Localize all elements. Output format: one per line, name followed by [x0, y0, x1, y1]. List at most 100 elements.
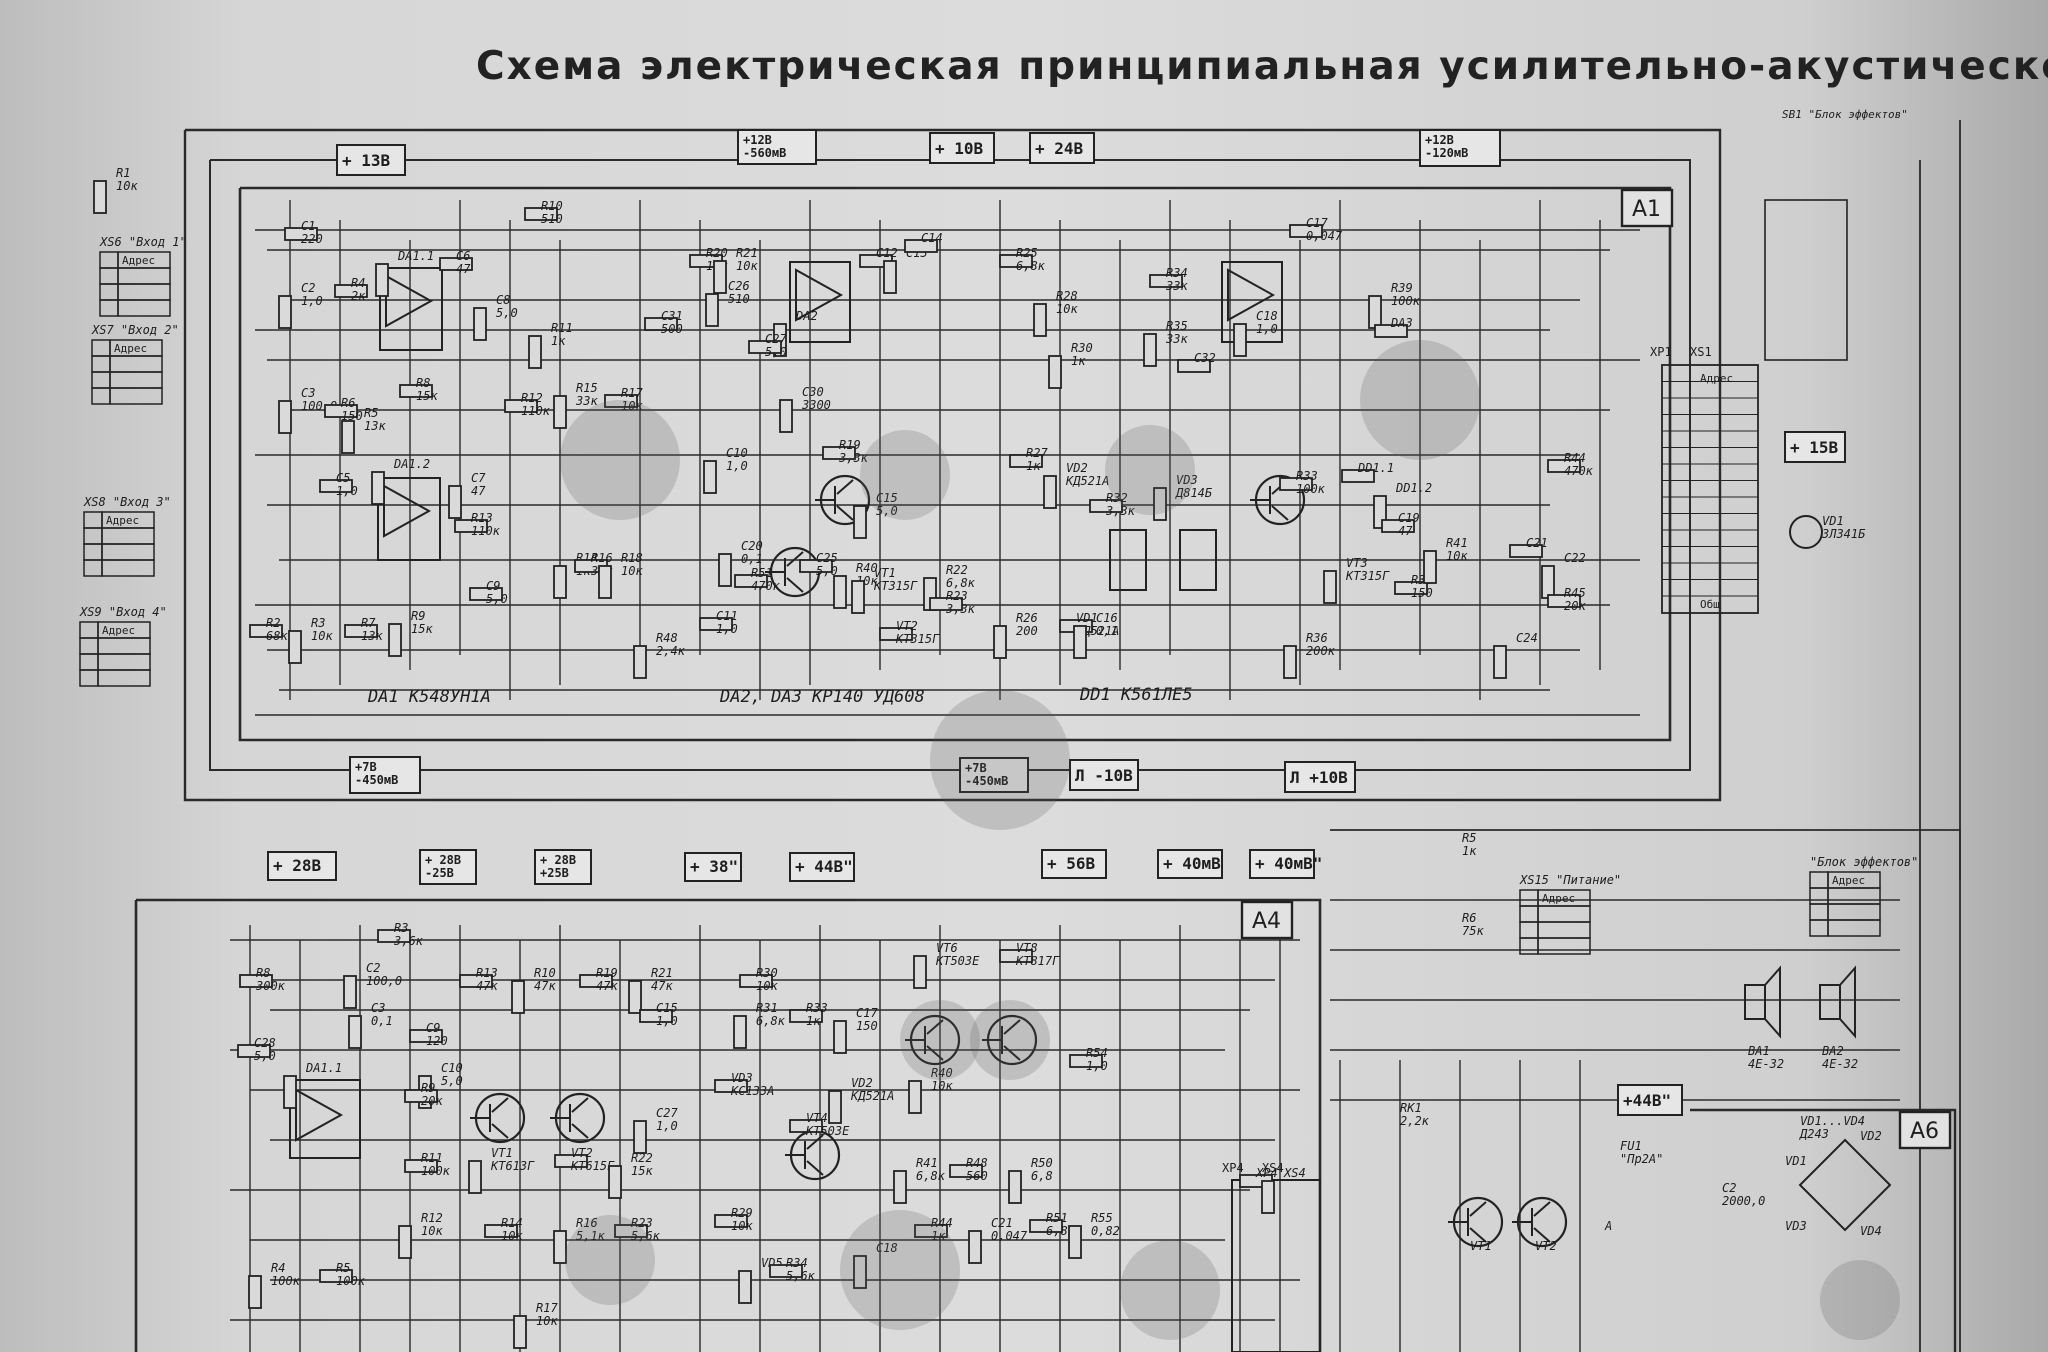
a1-part-32: [644, 317, 678, 331]
a4-part-29: [789, 1009, 823, 1023]
connector-xs7-cell-3: [109, 371, 163, 389]
a1-part-31: [713, 260, 727, 294]
a1-part-42: [1177, 359, 1211, 373]
a1-part-label-17: DA1.2: [393, 457, 430, 471]
voltage-tag-label-t1: + 13В: [342, 151, 391, 170]
a1-part-20: [454, 519, 488, 533]
chip-label-da2-da3: DA2, DA3 КР140 УД608: [719, 687, 925, 707]
a1-part-76: [734, 574, 768, 588]
connector-xs8-cell-4: [101, 559, 155, 577]
a1-part-55: [993, 625, 1007, 659]
voltage-tag-label-t10: + 15В: [1790, 438, 1839, 457]
connector-xs15-pin-4: [1519, 937, 1539, 955]
opamp-da1-1: [379, 267, 443, 351]
connector-xs7-adres: Адрес: [114, 342, 147, 355]
transistor-right-vt2-leads: [1512, 1201, 1551, 1243]
connector-xs1-adres: Адрес: [1700, 372, 1733, 385]
a4-part-35: [999, 949, 1033, 963]
connector-xs9-pin-3: [79, 653, 99, 671]
a4-part-1: [377, 929, 411, 943]
transistor-a4-vt2-leads: [550, 1097, 589, 1139]
opamp-da3-symbol: [1227, 268, 1276, 322]
paper-stain: [930, 690, 1070, 830]
voltage-tag-t5: [1419, 129, 1501, 167]
a1-part-70: [1509, 544, 1543, 558]
a1-part-44: [1289, 224, 1323, 238]
connector-xs9-adres: Адрес: [102, 624, 135, 637]
a4-part-5: [237, 1044, 271, 1058]
connector-xs13-adres: Адрес: [1832, 874, 1865, 887]
right-part-label-7: FU1"Пр2А": [1620, 1139, 1663, 1166]
voltage-tag-label-t16: + 56В: [1047, 854, 1096, 873]
a1-part-8: [524, 207, 558, 221]
a4-part-23: [614, 1224, 648, 1238]
transistor-a1-vt1-leads: [765, 551, 804, 593]
speaker-ba2-cone: [1839, 965, 1856, 1039]
a1-part-label-46: DA3: [1390, 316, 1413, 330]
a1-part-24: [249, 624, 283, 638]
a4-part-22: [553, 1230, 567, 1264]
a1-part-35: [883, 260, 897, 294]
a1-part-75: [633, 645, 647, 679]
connector-xs9-cell-4: [97, 669, 151, 687]
a4-part-17: [639, 1009, 673, 1023]
voltage-tag-label-t5: +12В-120мВ: [1425, 133, 1468, 160]
a4-part-34: [913, 955, 927, 989]
a1-part-38: [904, 239, 938, 253]
connector-xs13-pin-2: [1809, 887, 1829, 905]
connector-xs1-label: XS1: [1690, 345, 1712, 359]
a4-part-40: [1008, 1170, 1022, 1204]
paper-stain: [1820, 1260, 1900, 1340]
a4-part-45: [914, 1224, 948, 1238]
connector-xs7-cell-2: [109, 355, 163, 373]
opamp-da3: [1221, 261, 1283, 343]
a1-part-6: [439, 257, 473, 271]
a4-part-41: [714, 1214, 748, 1228]
connector-xs8-cell-3: [101, 543, 155, 561]
a1-part-61: [1153, 487, 1167, 521]
connector-xs6-pin-2: [99, 267, 119, 285]
a4-part-3: [239, 974, 273, 988]
connector-xs9-pin-4: [79, 669, 99, 687]
voltage-tag-t18: [1249, 849, 1315, 879]
voltage-tag-t17: [1157, 849, 1223, 879]
a1-part-4: [334, 284, 368, 298]
opamp-da1-2-symbol: [383, 484, 432, 538]
a1-part-77: [705, 293, 719, 327]
connector-xs6-cell-3: [117, 283, 171, 301]
a1-part-60: [1089, 499, 1123, 513]
a1-part-59: [1073, 625, 1087, 659]
transistor-a4-vt4-leads: [785, 1134, 824, 1176]
